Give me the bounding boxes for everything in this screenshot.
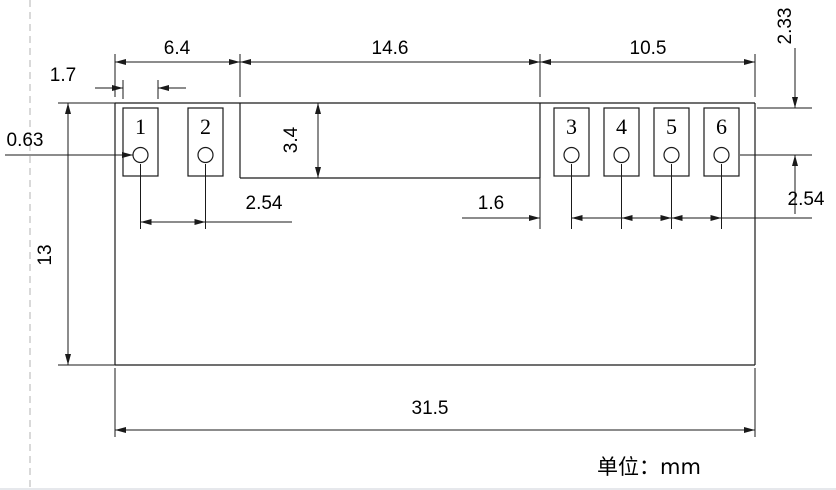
pin-number-3: 3 [566,114,577,139]
dim-text-right-pad-pitch: 2.54 [788,189,825,210]
pad-5-hole [663,146,680,164]
pad-3-hole [563,146,580,164]
dim-text-board-width: 31.5 [412,398,449,419]
pad-4-hole [613,146,630,164]
extension-lines [58,54,812,437]
dim-text-right-pad-gap: 1.6 [478,193,504,214]
dim-text-hole-diameter: 0.63 [7,130,44,151]
dim-text-board-height: 13 [35,244,56,265]
dimension-lines [5,48,798,433]
pin-number-1: 1 [135,114,146,139]
pads: 1 2 3 4 5 6 [122,107,740,177]
pad-6-body [703,107,740,177]
pin-number-5: 5 [666,114,677,139]
pin-number-4: 4 [616,114,627,139]
pad-3: 3 [553,107,590,177]
dim-text-hole-top-offset: 2.33 [775,8,796,45]
dim-text-right-section-width: 10.5 [630,38,667,59]
pad-1: 1 [122,107,159,177]
pad-6-hole [713,146,730,164]
pad-6: 6 [703,107,740,177]
dim-text-left-section-width: 6.4 [164,38,191,59]
dim-text-middle-section-width: 14.6 [372,38,409,59]
unit-label: 单位：mm [597,455,701,479]
pad-1-hole [132,146,149,164]
dim-text-left-pad-pitch: 2.54 [246,193,283,214]
pin-number-2: 2 [200,114,211,139]
dimension-texts: 6.4 14.6 10.5 1.7 0.63 3.4 2.54 1.6 2.54… [7,8,825,479]
dim-text-middle-section-height: 3.4 [281,126,302,153]
module-outline [114,102,756,366]
pad-2-hole [197,146,214,164]
pin-number-6: 6 [716,114,727,139]
dim-text-pad-width: 1.7 [50,65,76,86]
